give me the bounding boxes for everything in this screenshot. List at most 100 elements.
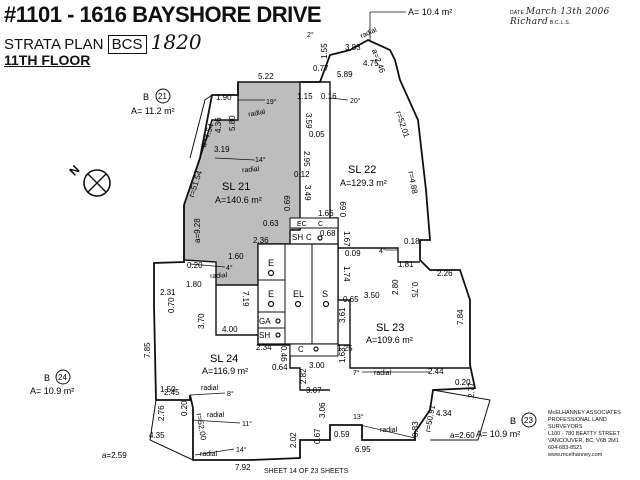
dimension-label: 1.25 [337, 344, 353, 353]
dimension-label: 0.77 [313, 64, 329, 73]
dimension-label: 1.55 [320, 43, 329, 59]
b21-letter: B [143, 92, 149, 102]
dimension-label: 7.19 [241, 291, 250, 307]
dimension-label: 0.05 [309, 130, 325, 139]
dimension-label: 0.63 [263, 219, 279, 228]
sl23-area: A=109.6 m² [366, 335, 413, 345]
angle-value: 14° [236, 446, 247, 454]
sl22-area: A=129.3 m² [340, 178, 387, 188]
balcony-b23: B 23 A= 10.9 m² [476, 412, 537, 439]
angle-radial: radial [380, 427, 398, 434]
sheet-number: SHEET 14 OF 23 SHEETS [264, 468, 349, 475]
b21-number: 21 [158, 92, 167, 101]
balcony-top-area: A= 10.4 m² [408, 7, 452, 17]
dimension-label: 1.81 [398, 260, 414, 269]
dimension-label: 0.16 [321, 92, 337, 101]
dimension-label: 0.46 [279, 346, 288, 362]
dimension-label: 3.00 [309, 361, 325, 370]
room-c-3: C [318, 221, 323, 228]
dimension-label: 3.59 [304, 113, 313, 129]
dimension-label: 7.92 [235, 463, 251, 472]
leader-line [359, 424, 416, 439]
angle-value: 11° [242, 420, 252, 428]
bcls-label: B.C.L.S. [549, 20, 571, 26]
firm-phone: 604-683-8521 [548, 445, 583, 451]
b24-area: A= 10.9 m² [30, 386, 74, 396]
building-outline [153, 38, 477, 461]
strata-label: STRATA PLAN [4, 36, 104, 53]
dimension-label: 4.34 [436, 409, 452, 418]
date-label: DATE [510, 10, 525, 16]
dimension-label: 0.20 [455, 378, 471, 387]
angle-value: 8° [227, 390, 234, 398]
b23-circle [521, 412, 537, 428]
room-el: EL [293, 289, 304, 299]
leader-line [191, 419, 241, 424]
dimension-label: r=52.01 [394, 110, 411, 139]
balcony-b24: B 24 A= 10.9 m² [30, 369, 74, 396]
core-top-strip [289, 217, 339, 229]
dimension-label: 0.09 [345, 249, 361, 258]
floor-label: 11TH FLOOR [4, 52, 91, 68]
dimension-label: 3.83 [345, 43, 361, 52]
core-symbol [267, 300, 275, 308]
leader-line [194, 448, 235, 456]
balcony-b21-outline [189, 94, 213, 159]
dimension-label: 2.45 [164, 388, 180, 397]
angle-radial: radial [207, 412, 225, 419]
dimension-label: 4.00 [222, 325, 238, 334]
dimension-label: 5.89 [337, 70, 353, 79]
firm-name: McELHANNEY ASSOCIATES [548, 410, 621, 416]
core-symbol [317, 235, 323, 241]
b23-area: A= 10.9 m² [476, 429, 520, 439]
dimension-label: 0.18 [404, 237, 420, 246]
dimension-label: 0.70 [167, 297, 176, 313]
b21-area: A= 11.2 m² [131, 106, 175, 116]
balcony-b24-outline [149, 399, 194, 461]
room-ga: GA [259, 317, 271, 326]
plan-number: 1820 [150, 30, 202, 54]
dimension-label: 4.75 [363, 59, 379, 68]
b23-number: 23 [524, 416, 533, 425]
dimension-label: 3.70 [197, 313, 206, 329]
room-ec: EC [297, 221, 307, 228]
angle-radial: radial [200, 451, 218, 458]
dimension-label: 1.80 [186, 280, 202, 289]
sl24-area: A=116.9 m² [202, 366, 248, 376]
dimension-label: 2.77 [467, 382, 476, 398]
room-e-1: E [268, 258, 274, 268]
angle-value: 7° [353, 369, 360, 377]
sl24-name: SL 24 [210, 353, 238, 365]
dimension-label: r=4.88 [406, 170, 419, 195]
dimension-label: 3.06 [318, 402, 327, 418]
dimension-label: 3.50 [364, 291, 380, 300]
dimension-label: 0.12 [294, 170, 310, 179]
dimension-label: 1.60 [228, 252, 244, 261]
north-cross-2 [87, 173, 107, 193]
dimension-label: 0.67 [313, 428, 322, 444]
dimension-label: 0.83 [411, 421, 420, 437]
dimension-label: 3.61 [338, 307, 347, 323]
leader-line [214, 157, 256, 161]
dimension-label: 2.34 [256, 343, 272, 352]
dimension-label: 4.36 [214, 117, 223, 133]
strata-plan-line: STRATA PLAN BCS 1820 [4, 30, 202, 54]
sl22-name: SL 22 [348, 164, 376, 176]
core-symbol [322, 300, 330, 308]
firm-line2: L100 - 780 BEATTY STREET [548, 431, 620, 437]
core-outline [257, 243, 339, 345]
firm-web: www.mcelhanney.com [548, 452, 603, 458]
dimension-label: a=2.60 [450, 431, 475, 440]
angle-value: 4° [379, 247, 386, 255]
dimension-label: r=50.91 [423, 404, 437, 433]
signature: Richard [510, 17, 549, 27]
dimension-label: 2.02 [289, 432, 298, 448]
b23-letter: B [510, 416, 516, 426]
dimension-label: 0.20 [180, 400, 189, 416]
room-sh-1: SH [259, 331, 270, 340]
angle-radial: radial [248, 109, 267, 119]
dimension-label: 0.20 [187, 261, 203, 270]
dimension-label: 3.07 [306, 386, 322, 395]
firm-line3: VANCOUVER, BC, V6B 2M1 [548, 438, 619, 444]
balcony-b21: B 21 A= 11.2 m² [131, 88, 175, 116]
